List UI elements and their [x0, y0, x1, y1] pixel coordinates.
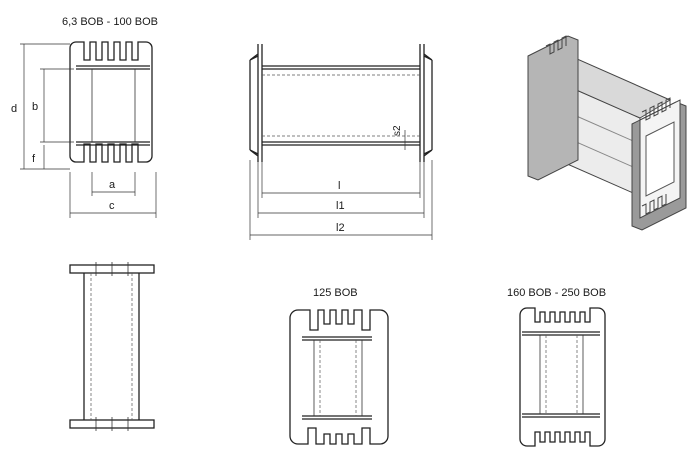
side-view: s2 l l1 l2 — [249, 44, 433, 240]
dim-f-label: f — [32, 153, 36, 165]
title-125: 125 BOB — [313, 287, 358, 299]
dim-l2-label: l2 — [336, 222, 345, 234]
dim-b-label: b — [32, 101, 38, 113]
front-view-small: 6,3 BOB - 100 BOB d b f a c — [11, 16, 158, 218]
title-160-250: 160 BOB - 250 BOB — [507, 287, 606, 299]
isometric-view — [527, 35, 687, 231]
dim-s2-label: s2 — [392, 125, 403, 136]
front-view-160-250: 160 BOB - 250 BOB — [507, 287, 606, 447]
dim-a-label: a — [109, 179, 116, 191]
dim-d-label: d — [11, 103, 17, 115]
front-view-125: 125 BOB — [289, 287, 389, 445]
title-small-range: 6,3 BOB - 100 BOB — [62, 16, 158, 28]
dim-l-label: l — [338, 180, 340, 192]
dim-l1-label: l1 — [336, 200, 345, 212]
top-view — [69, 262, 155, 431]
dim-c-label: c — [109, 200, 115, 212]
